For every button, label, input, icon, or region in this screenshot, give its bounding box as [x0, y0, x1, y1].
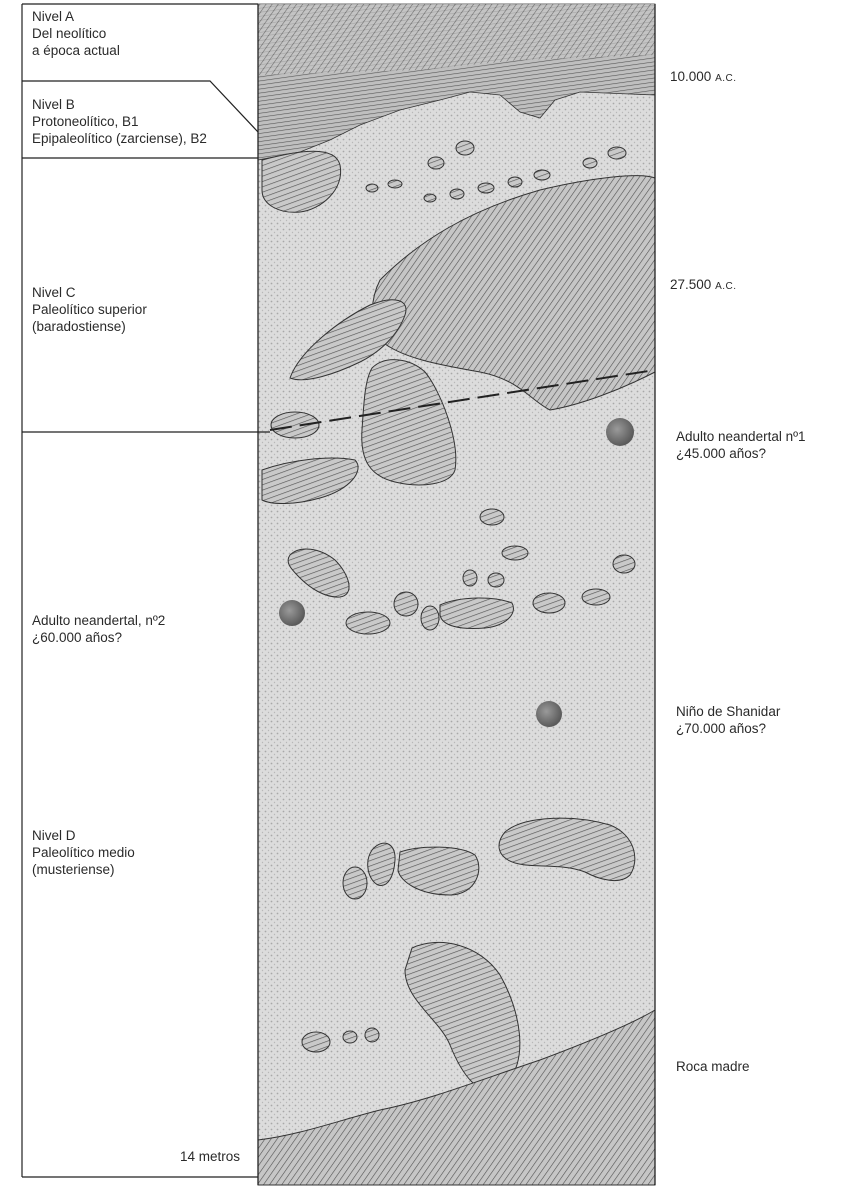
- bedrock-label: Roca madre: [676, 1058, 750, 1075]
- scale-label: 14 metros: [180, 1148, 240, 1165]
- level-a-line2: a época actual: [32, 42, 120, 59]
- date-10000-era: A.C.: [715, 73, 736, 84]
- level-c-line2: (baradostiense): [32, 318, 147, 335]
- date-27500: 27.500 A.C.: [670, 276, 737, 295]
- level-d-line2: (musteriense): [32, 861, 135, 878]
- level-d-line1: Paleolítico medio: [32, 844, 135, 861]
- level-b-line2: Epipaleolítico (zarciense), B2: [32, 130, 207, 147]
- burial-adult1-marker: [606, 418, 634, 446]
- burial-adult2-marker: [279, 600, 305, 626]
- adult1-age: ¿45.000 años?: [676, 445, 806, 462]
- level-c-label: Nivel C Paleolítico superior (baradostie…: [32, 284, 147, 335]
- level-b-line1: Protoneolítico, B1: [32, 113, 207, 130]
- date-27500-era: A.C.: [715, 281, 736, 292]
- adult2-name: Adulto neandertal, nº2: [32, 612, 165, 629]
- adult2-age: ¿60.000 años?: [32, 629, 165, 646]
- date-10000-value: 10.000: [670, 69, 711, 84]
- level-a-line1: Del neolítico: [32, 25, 120, 42]
- adult2-label: Adulto neandertal, nº2 ¿60.000 años?: [32, 612, 165, 646]
- level-b-name: Nivel B: [32, 96, 207, 113]
- burial-child-marker: [536, 701, 562, 727]
- child-age: ¿70.000 años?: [676, 720, 780, 737]
- adult1-label: Adulto neandertal nº1 ¿45.000 años?: [676, 428, 806, 462]
- child-name: Niño de Shanidar: [676, 703, 780, 720]
- level-c-line1: Paleolítico superior: [32, 301, 147, 318]
- level-c-name: Nivel C: [32, 284, 147, 301]
- level-b-label: Nivel B Protoneolítico, B1 Epipaleolític…: [32, 96, 207, 147]
- level-d-label: Nivel D Paleolítico medio (musteriense): [32, 827, 135, 878]
- level-d-name: Nivel D: [32, 827, 135, 844]
- child-label: Niño de Shanidar ¿70.000 años?: [676, 703, 780, 737]
- layer-c-pebble-left: [271, 412, 319, 438]
- adult1-name: Adulto neandertal nº1: [676, 428, 806, 445]
- level-a-name: Nivel A: [32, 8, 120, 25]
- date-27500-value: 27.500: [670, 277, 711, 292]
- level-a-label: Nivel A Del neolítico a época actual: [32, 8, 120, 59]
- date-10000: 10.000 A.C.: [670, 68, 737, 87]
